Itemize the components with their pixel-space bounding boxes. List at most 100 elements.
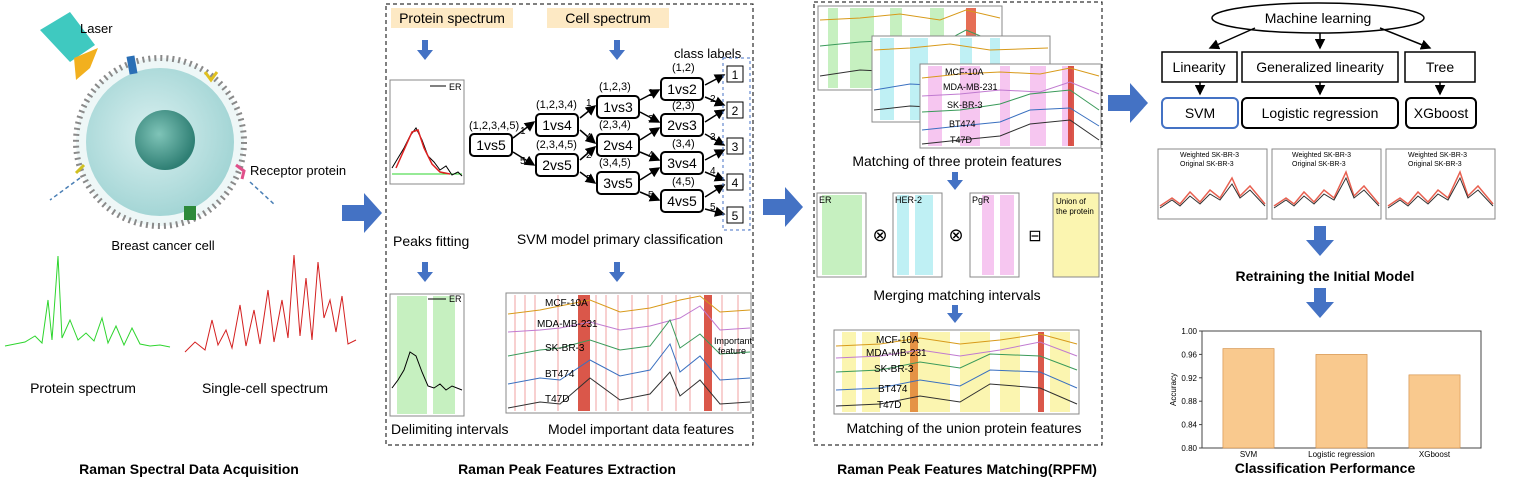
- logistic-node: Logistic regression: [1262, 105, 1379, 121]
- model-important-label: Model important data features: [548, 421, 734, 437]
- laser-label: Laser: [80, 21, 113, 36]
- y-tick-label: 1.00: [1181, 327, 1197, 336]
- node-1vs3: 1vs3: [603, 99, 633, 115]
- cell-spectrum-heading: Cell spectrum: [565, 10, 651, 26]
- node-3vs5: 3vs5: [603, 175, 633, 191]
- class-labels-heading: class labels: [674, 46, 742, 61]
- svg-text:(2,3,4): (2,3,4): [599, 119, 631, 131]
- svg-text:2: 2: [732, 104, 739, 118]
- flow-arrow-1: [342, 193, 382, 233]
- svg-text:Original SK-BR-3: Original SK-BR-3: [1408, 161, 1462, 168]
- ml-root: Machine learning: [1265, 10, 1372, 26]
- er-legend: ER: [449, 82, 462, 92]
- y-tick-label: 0.92: [1181, 374, 1197, 383]
- svg-text:(1,2,3): (1,2,3): [599, 81, 631, 93]
- cell-line-label: MCF-10A: [876, 335, 919, 346]
- important-feature-label: Important: [714, 336, 753, 346]
- svg-text:feature: feature: [718, 346, 746, 356]
- y-tick-label: 0.88: [1181, 397, 1197, 406]
- equals-icon: ⊟: [1028, 228, 1041, 245]
- flow-arrow-3: [1108, 83, 1148, 123]
- peaks-fitting-plot: [389, 79, 465, 185]
- svg-text:Weighted SK-BR-3: Weighted SK-BR-3: [1180, 152, 1239, 159]
- node-4vs5: 4vs5: [667, 193, 697, 209]
- svm-primary-label: SVM model primary classification: [517, 231, 723, 247]
- bar: [1315, 354, 1368, 449]
- svg-text:3: 3: [710, 132, 716, 143]
- cell-line-label: MCF-10A: [545, 298, 588, 309]
- svg-text:4: 4: [732, 176, 739, 190]
- cell-line-label: BT474: [545, 369, 575, 380]
- cell-line-label: MDA-MB-231: [943, 82, 998, 92]
- protein-spectrum-header: [391, 8, 513, 28]
- protein-spectrum-label: Protein spectrum: [30, 380, 136, 396]
- cell-line-label: BT474: [949, 119, 976, 129]
- svg-text:Weighted SK-BR-3: Weighted SK-BR-3: [1408, 152, 1467, 159]
- svg-text:(3,4,5): (3,4,5): [599, 157, 631, 169]
- receptor-label: Receptor protein: [250, 163, 346, 178]
- node-3vs4: 3vs4: [667, 155, 697, 171]
- svg-text:(2,3,4,5): (2,3,4,5): [536, 139, 577, 151]
- svg-text:3: 3: [648, 114, 654, 125]
- svg-text:5: 5: [586, 174, 592, 185]
- cell-line-label: MDA-MB-231: [537, 319, 598, 330]
- three-features-label: Matching of three protein features: [852, 153, 1061, 169]
- otimes-icon: ⊗: [872, 225, 887, 245]
- svg-text:5: 5: [732, 209, 739, 223]
- extraction-title: Raman Peak Features Extraction: [458, 461, 676, 477]
- single-cell-spectrum-label: Single-cell spectrum: [202, 380, 328, 396]
- her2-box-label: HER-2: [895, 195, 922, 205]
- svg-text:1: 1: [732, 68, 739, 82]
- svg-text:the protein: the protein: [1056, 207, 1094, 216]
- node-1vs4: 1vs4: [542, 117, 572, 133]
- svm-dag: 1vs5 (1,2,3,4,5) 1vs4 (1,2,3,4) 2vs5 (2,…: [469, 62, 726, 217]
- cell-line-label: SK-BR-3: [947, 100, 983, 110]
- x-tick-label: Logistic regression: [1308, 450, 1375, 459]
- svg-text:Original SK-BR-3: Original SK-BR-3: [1180, 161, 1234, 168]
- peaks-fitting-label: Peaks fitting: [393, 233, 469, 249]
- xgboost-node: XGboost: [1414, 105, 1469, 121]
- cell-line-label: T47D: [545, 394, 569, 405]
- svg-text:(1,2,3,4): (1,2,3,4): [536, 99, 577, 111]
- retraining-label: Retraining the Initial Model: [1236, 268, 1415, 284]
- svg-text:2: 2: [586, 150, 592, 161]
- svg-text:(3,4): (3,4): [672, 138, 695, 150]
- extraction-section: Protein spectrum Cell spectrum ER Peaks …: [385, 3, 754, 477]
- bar: [1408, 374, 1461, 449]
- protein-spectrum-plot: [4, 255, 171, 348]
- svg-text:(1,2): (1,2): [672, 62, 695, 74]
- linearity-node: Linearity: [1173, 59, 1226, 75]
- svg-text:(4,5): (4,5): [672, 176, 695, 188]
- svg-text:Weighted SK-BR-3: Weighted SK-BR-3: [1292, 152, 1351, 159]
- svg-text:1: 1: [520, 126, 526, 137]
- cell-label: Breast cancer cell: [111, 238, 214, 253]
- cell-line-label: MCF-10A: [945, 67, 984, 77]
- x-tick-label: XGboost: [1419, 450, 1451, 459]
- tree-node: Tree: [1426, 59, 1454, 75]
- cell-line-label: MDA-MB-231: [866, 348, 927, 359]
- svg-text:ER: ER: [449, 294, 462, 304]
- svg-text:5: 5: [520, 156, 526, 167]
- cell-line-label: BT474: [878, 384, 908, 395]
- svg-text:5: 5: [710, 202, 716, 213]
- cell-spectrum-header: [547, 8, 669, 28]
- matching-section: MCF-10A MDA-MB-231 SK-BR-3 BT474 T47D Ma…: [813, 1, 1103, 477]
- x-tick-label: SVM: [1240, 450, 1258, 459]
- class-label-cubes: 1 2 3 4 5: [726, 65, 744, 224]
- cell-line-label: T47D: [950, 135, 973, 145]
- cell-line-label: T47D: [877, 400, 901, 411]
- y-tick-label: 0.80: [1181, 444, 1197, 453]
- otimes-icon: ⊗: [948, 225, 963, 245]
- svg-text:4: 4: [648, 150, 654, 161]
- svg-text:5: 5: [648, 190, 654, 201]
- matching-title: Raman Peak Features Matching(RPFM): [837, 461, 1097, 477]
- node-1vs2: 1vs2: [667, 81, 697, 97]
- flow-arrow-2: [763, 187, 803, 227]
- svg-text:(2,3): (2,3): [672, 100, 695, 112]
- svg-text:Original SK-BR-3: Original SK-BR-3: [1292, 161, 1346, 168]
- svg-text:4: 4: [586, 132, 592, 143]
- acquisition-section: Laser Receptor protein Breast cancer cel…: [4, 12, 357, 477]
